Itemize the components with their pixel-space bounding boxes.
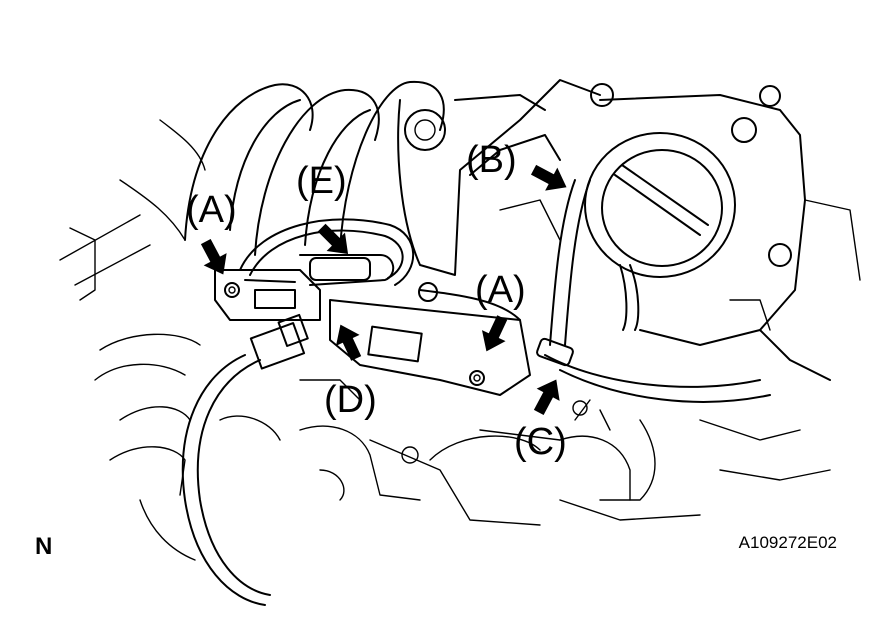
arrow-d [335, 324, 362, 361]
arrow-c [533, 379, 560, 416]
label-e: (E) [296, 160, 347, 202]
wire-harness [181, 313, 309, 606]
north-marker: N [35, 533, 52, 560]
throttle-body [584, 83, 861, 381]
intake-manifold [59, 80, 445, 301]
arrow-a-left [200, 238, 227, 275]
vacuum-hose [536, 179, 771, 403]
hose-e [239, 218, 415, 286]
label-d: (D) [324, 379, 377, 421]
figure-id: A109272E02 [739, 533, 837, 552]
label-c: (C) [514, 421, 567, 463]
label-a-right: (A) [475, 269, 526, 311]
arrow-b [530, 164, 567, 191]
vsv-assembly [214, 254, 531, 396]
bolt-left [224, 282, 240, 298]
upper-bracket [397, 79, 601, 276]
lower-engine [94, 333, 831, 561]
bolt-right [469, 370, 485, 386]
arrow-a-right [481, 315, 508, 352]
label-b: (B) [466, 139, 517, 181]
arrow-e [317, 223, 349, 255]
label-a-left: (A) [186, 189, 237, 231]
